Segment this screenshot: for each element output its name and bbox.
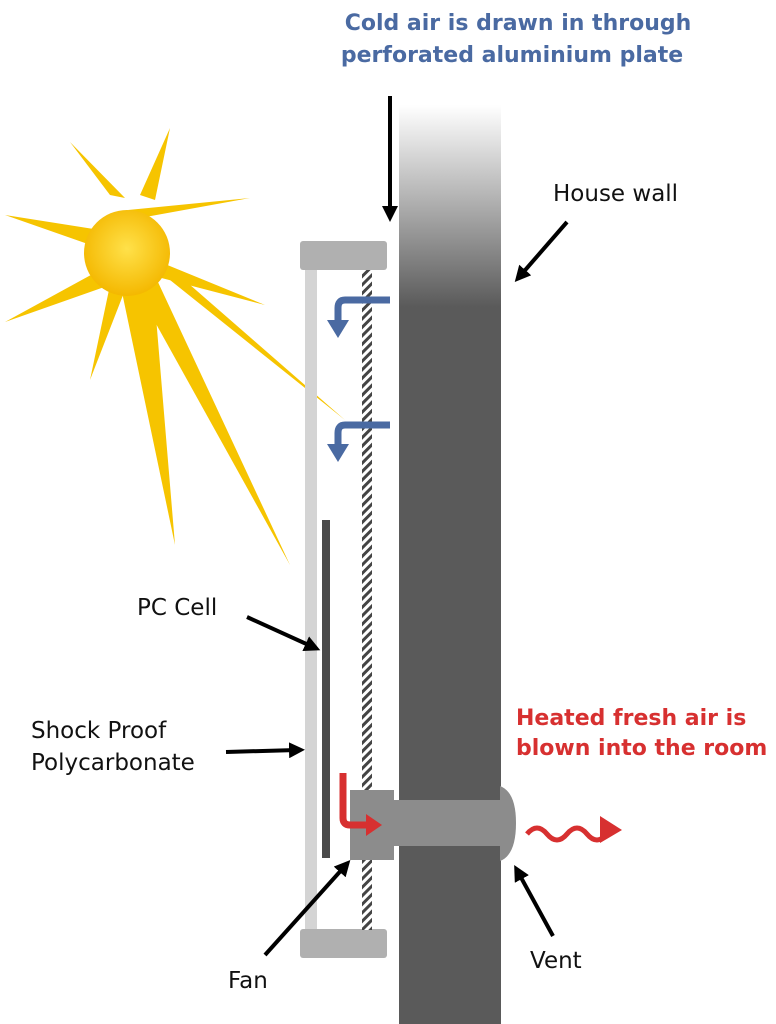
plate-ticks — [372, 299, 385, 782]
cold-air-flow-arrows — [334, 296, 390, 446]
vent-pointer — [514, 864, 555, 937]
perforated-aluminium-plate — [362, 270, 372, 930]
house-wall-label: House wall — [553, 181, 678, 207]
pc-cell — [322, 520, 330, 858]
house-wall-pointer — [514, 220, 569, 283]
heated-air-inner-arrow — [339, 773, 368, 829]
vent-label: Vent — [530, 948, 582, 974]
fan-label: Fan — [228, 968, 268, 994]
heated-air-label-line1: Heated fresh air is — [516, 706, 746, 731]
sun-icon — [5, 128, 345, 565]
pc-cell-pointer — [246, 615, 321, 651]
shock-proof-label-line2: Polycarbonate — [31, 750, 195, 776]
cold-air-label-line2: perforated aluminium plate — [341, 43, 683, 68]
cold-air-arrowheads — [327, 320, 349, 462]
vent-duct — [384, 800, 502, 846]
vent — [500, 786, 516, 861]
pc-cell-label: PC Cell — [137, 595, 217, 621]
heated-air-inner-arrowhead — [366, 814, 382, 836]
shock-proof-label-line1: Shock Proof — [31, 718, 167, 744]
heated-air-label-line2: blown into the room — [516, 736, 767, 761]
cold-air-label-line1: Cold air is drawn in through — [345, 11, 692, 36]
polycarbonate-cover — [305, 262, 317, 934]
heated-air-wave-arrowhead — [600, 816, 622, 843]
frame-bottom — [300, 929, 387, 958]
fan-pointer — [263, 860, 351, 957]
polycarbonate-pointer — [225, 742, 305, 759]
house-wall — [399, 105, 501, 1024]
frame-top — [300, 241, 387, 270]
heated-air-wave — [525, 825, 609, 843]
